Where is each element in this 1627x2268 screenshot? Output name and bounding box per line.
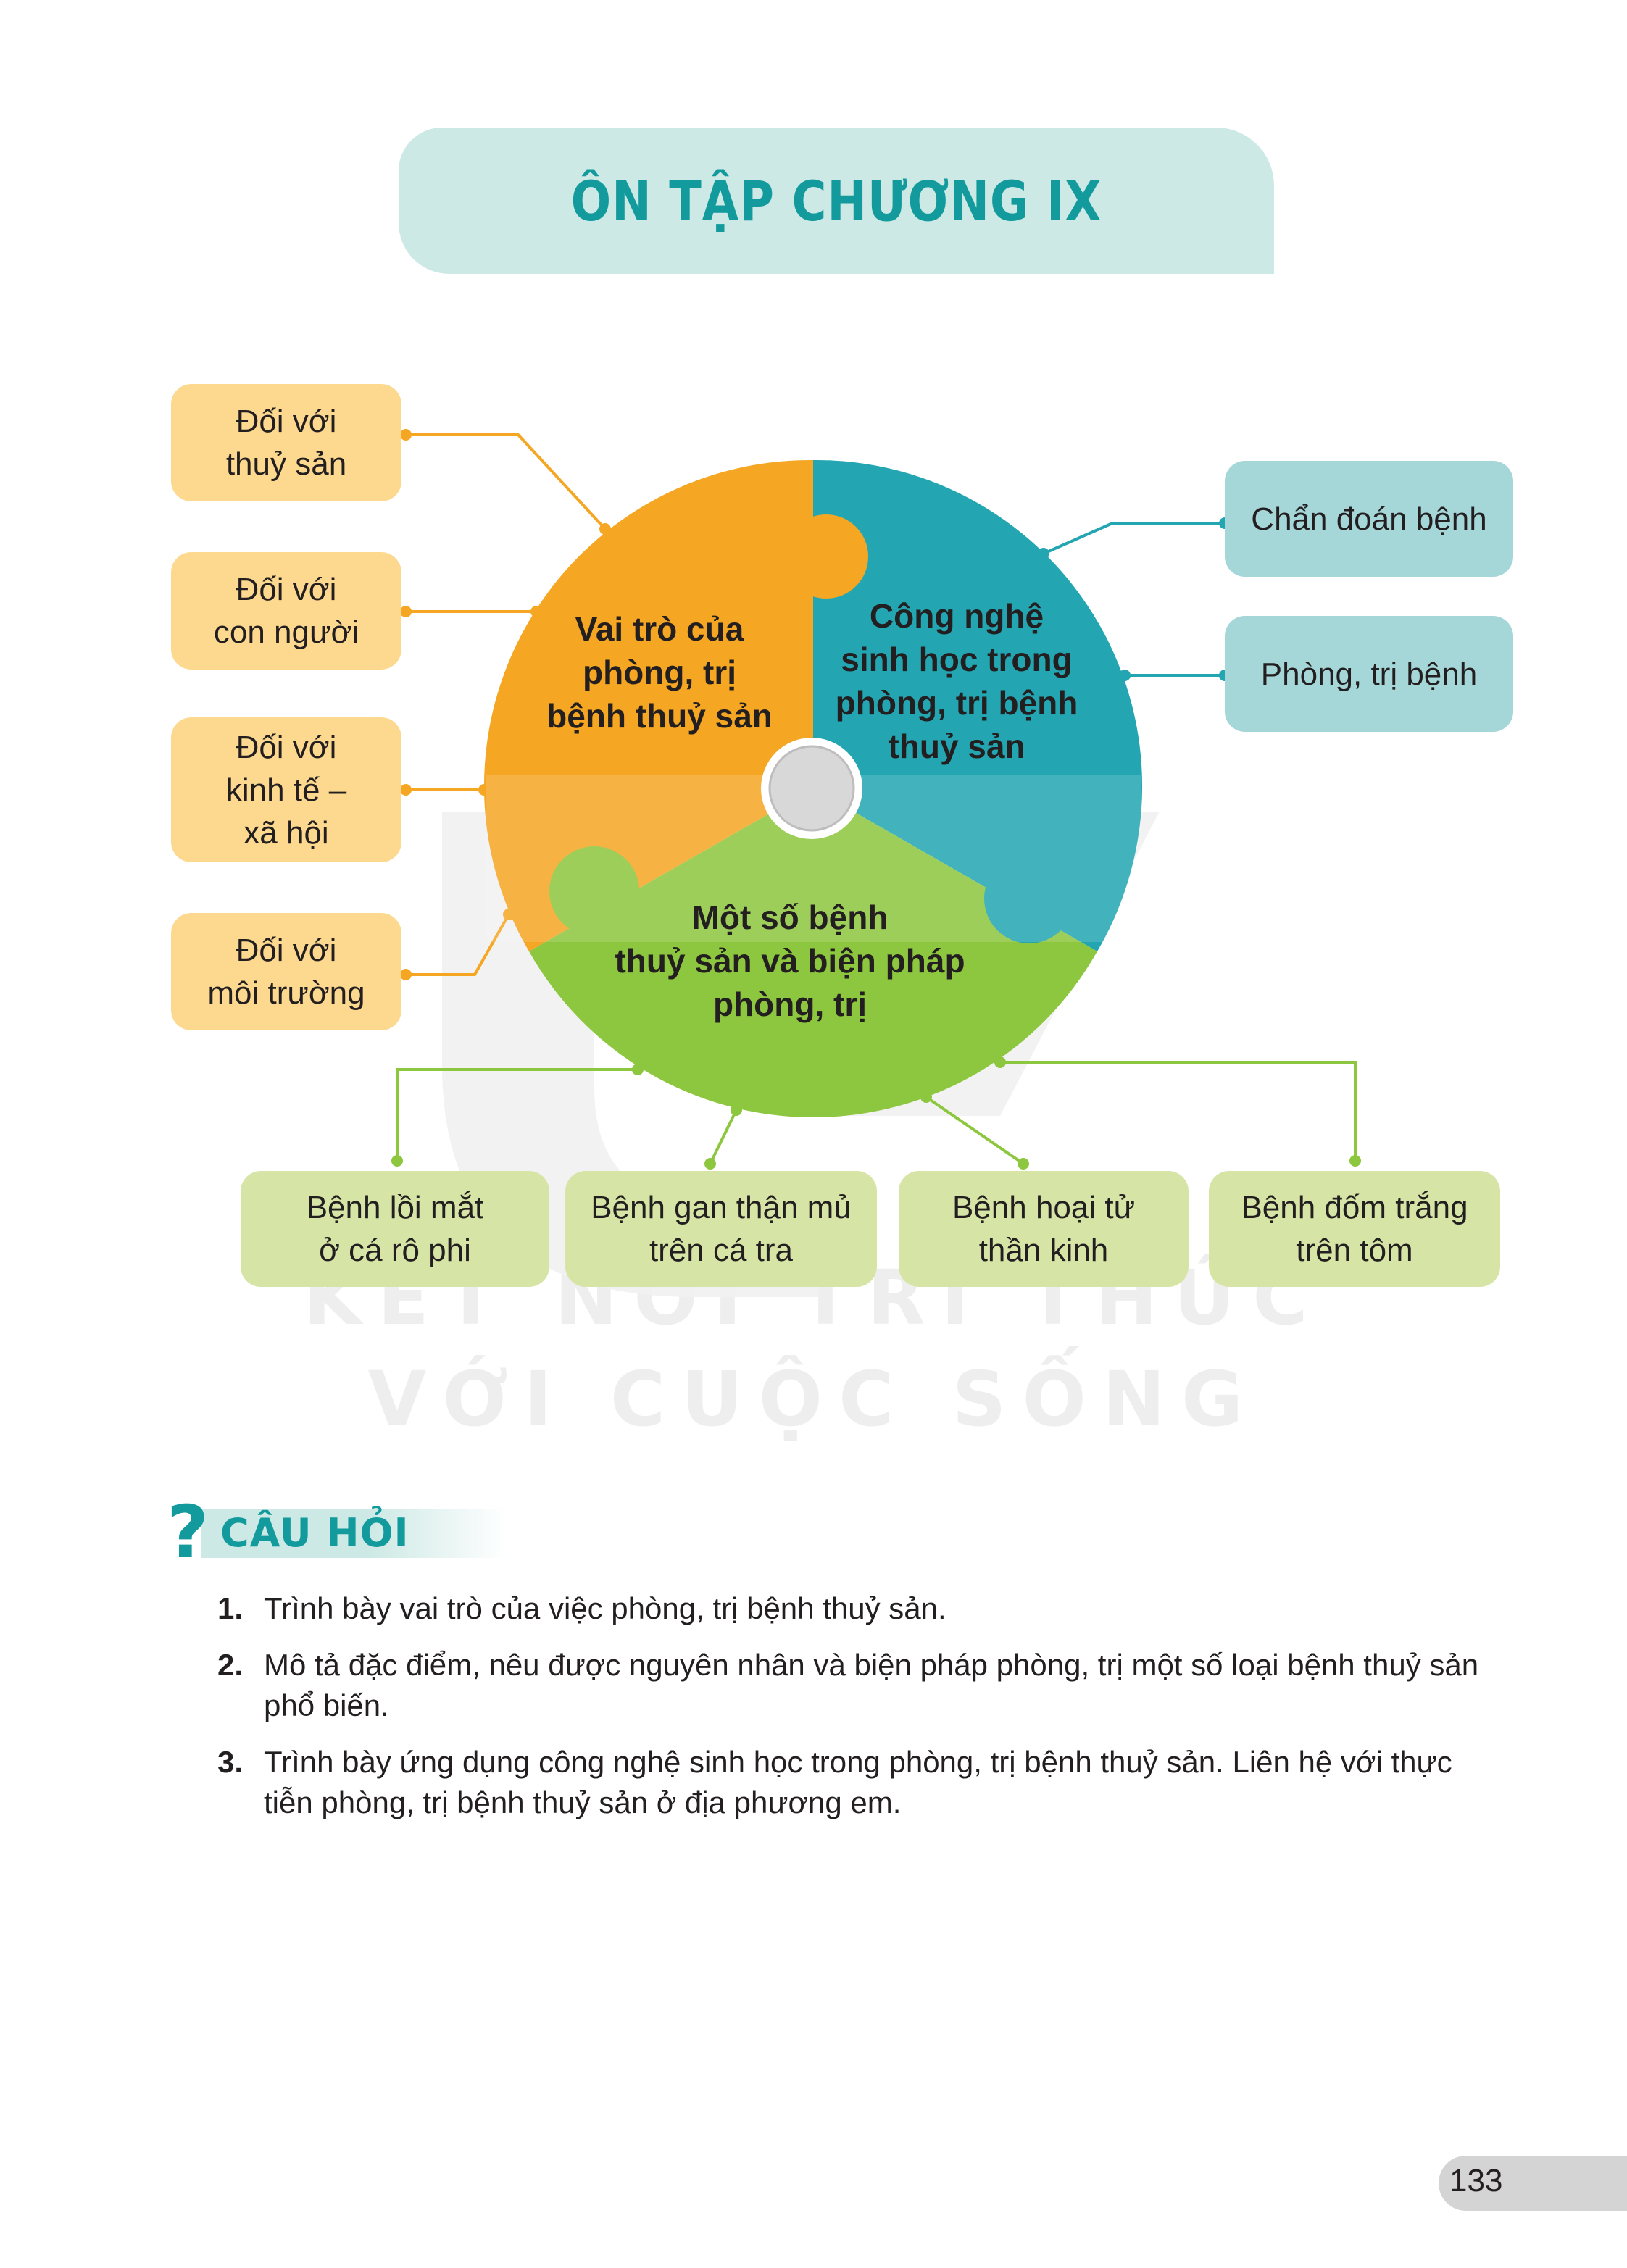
puzzle-knob-orange bbox=[784, 514, 868, 599]
questions-list: 1. Trình bày vai trò của việc phòng, trị… bbox=[217, 1588, 1504, 1839]
disease-box-white-spot: Bệnh đốm trắng trên tôm bbox=[1209, 1171, 1500, 1287]
puzzle-knob-teal bbox=[984, 854, 1074, 943]
connector-dot bbox=[400, 429, 412, 441]
segment-green bbox=[529, 788, 1097, 1118]
connector-dot bbox=[1018, 1158, 1029, 1170]
disease-box-neural-necrosis: Bệnh hoại tử thần kinh bbox=[899, 1171, 1189, 1287]
connector-dot bbox=[391, 1155, 403, 1167]
page-number-tab bbox=[1439, 2156, 1627, 2211]
role-box-aquatic: Đối với thuỷ sản bbox=[171, 384, 401, 501]
question-item: 2. Mô tả đặc điểm, nêu được nguyên nhân … bbox=[217, 1645, 1504, 1726]
orange-connectors bbox=[406, 433, 607, 976]
segment-label-orange: Vai trò của phòng, trị bệnh thuỷ sản bbox=[546, 610, 773, 735]
biotech-box-treatment: Phòng, trị bệnh bbox=[1225, 616, 1513, 732]
questions-heading: ? CÂU HỎI bbox=[167, 1490, 506, 1575]
teal-connectors bbox=[1043, 522, 1225, 677]
role-box-environment: Đối với môi trường bbox=[171, 913, 401, 1030]
connector-dot bbox=[1349, 1155, 1361, 1167]
chapter-title: ÔN TẬP CHƯƠNG IX bbox=[570, 168, 1102, 233]
question-item: 1. Trình bày vai trò của việc phòng, trị… bbox=[217, 1588, 1504, 1629]
question-item: 3. Trình bày ứng dụng công nghệ sinh học… bbox=[217, 1742, 1504, 1823]
watermark-line-2: VỚI CUỘC SỐNG bbox=[367, 1355, 1260, 1443]
segment-label-teal: Công nghệ sinh học trong phòng, trị bệnh… bbox=[835, 597, 1078, 765]
questions-heading-title: CÂU HỎI bbox=[220, 1510, 409, 1556]
role-box-human: Đối với con người bbox=[171, 552, 401, 670]
green-connectors bbox=[396, 1061, 1357, 1165]
connector-dot bbox=[400, 969, 412, 980]
question-number: 1. bbox=[217, 1591, 244, 1625]
question-text: Mô tả đặc điểm, nêu được nguyên nhân và … bbox=[264, 1648, 1479, 1722]
chapter-title-banner: ÔN TẬP CHƯƠNG IX bbox=[399, 128, 1274, 274]
disease-box-tilapia: Bệnh lồi mắt ở cá rô phi bbox=[241, 1171, 549, 1287]
question-number: 2. bbox=[217, 1648, 244, 1682]
question-text: Trình bày vai trò của việc phòng, trị bệ… bbox=[264, 1591, 946, 1625]
biotech-box-diagnosis: Chẩn đoán bệnh bbox=[1225, 461, 1513, 577]
connector-dot bbox=[400, 784, 412, 796]
segment-teal bbox=[813, 459, 1143, 951]
question-text: Trình bày ứng dụng công nghệ sinh học tr… bbox=[264, 1745, 1452, 1819]
page-number: 133 bbox=[1449, 2163, 1503, 2198]
segment-label-green: Một số bệnh thuỷ sản và biện pháp phòng,… bbox=[615, 899, 965, 1023]
segment-orange bbox=[483, 459, 813, 951]
connector-dot bbox=[400, 606, 412, 617]
puzzle-knob-green bbox=[549, 846, 639, 936]
question-number: 3. bbox=[217, 1745, 244, 1779]
role-box-economy: Đối với kinh tế – xã hội bbox=[171, 717, 401, 862]
connector-dot bbox=[704, 1158, 716, 1170]
questions-heading-band bbox=[201, 1509, 506, 1558]
disease-box-catfish: Bệnh gan thận mủ trên cá tra bbox=[565, 1171, 877, 1287]
puzzle-circle bbox=[483, 459, 1143, 1118]
question-mark-icon: ? bbox=[167, 1490, 209, 1575]
